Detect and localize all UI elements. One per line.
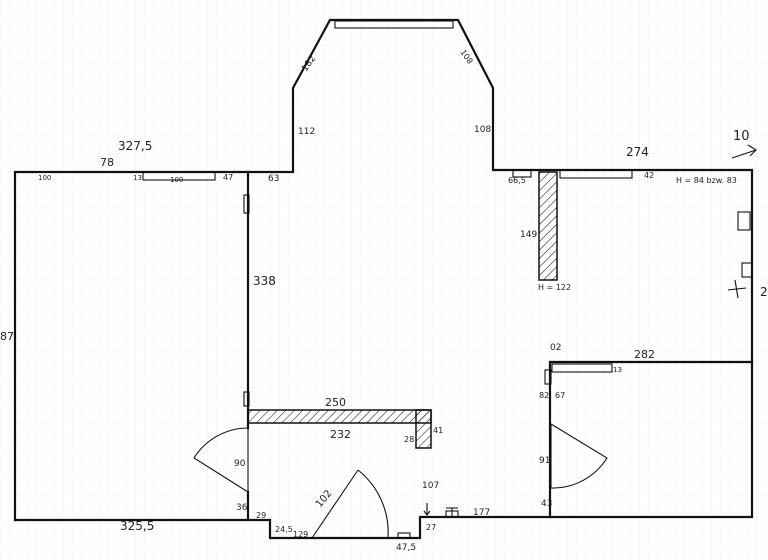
dim-beam-232: 232 <box>330 428 351 441</box>
dim-bottom-177: 177 <box>473 508 490 518</box>
hatched-pillar <box>538 171 558 281</box>
left-windows <box>142 169 633 181</box>
bottom-threshold <box>397 532 411 539</box>
dim-pillar-height: H = 122 <box>538 283 571 292</box>
dim-window-100b: 100 <box>170 176 183 184</box>
dim-right-room-82: 82 <box>539 391 549 400</box>
dim-right-room-02: 02 <box>550 343 561 353</box>
bottom-door <box>311 469 389 539</box>
dim-right-door-91: 91 <box>539 456 550 466</box>
dim-right-top-width: 274 <box>626 145 649 159</box>
dim-edge-2: 2 <box>760 285 768 299</box>
dim-bottom-47-5: 47,5 <box>396 543 416 553</box>
dim-left-door-90: 90 <box>234 459 246 469</box>
wall-symbols-right <box>737 211 753 278</box>
dim-beam-250: 250 <box>325 396 346 409</box>
dim-arrow-10: 10 <box>733 129 750 144</box>
dim-right-107: 107 <box>422 481 439 491</box>
dim-left-height: 87 <box>0 330 14 343</box>
left-door <box>193 427 249 493</box>
dim-right-room-13: 13 <box>613 366 622 374</box>
dim-left-door-29: 29 <box>256 511 266 520</box>
dim-right-42: 42 <box>644 171 654 180</box>
dim-left-63: 63 <box>268 174 279 184</box>
dim-window-sep: 13 <box>133 174 142 182</box>
right-door <box>550 423 608 489</box>
right-room-walls <box>544 360 754 519</box>
dim-bottom-129: 129 <box>293 530 308 539</box>
dim-right-room-67: 67 <box>555 391 565 400</box>
radiator-symbol <box>445 507 459 518</box>
interior-wall-vertical <box>243 170 250 522</box>
dim-bottom-24-5: 24,5 <box>275 525 293 534</box>
dim-beam-41: 41 <box>433 426 443 435</box>
bay-window <box>334 20 454 29</box>
dim-wall-338: 338 <box>253 274 276 288</box>
dim-left-door-36: 36 <box>236 503 248 513</box>
dim-top-left-width: 327,5 <box>118 139 152 153</box>
hatched-wall-beam <box>247 409 432 449</box>
dim-window-100a: 100 <box>38 174 51 182</box>
dim-window-47: 47 <box>223 173 233 182</box>
dim-beam-28: 28 <box>404 435 414 444</box>
dim-right-door-43: 43 <box>541 499 552 509</box>
dim-bottom-27: 27 <box>426 523 436 532</box>
dim-right-window-h: H = 84 bzw. 83 <box>676 176 737 185</box>
dim-right-66: 66,5 <box>508 176 526 185</box>
dim-pillar-149: 149 <box>520 230 537 240</box>
dim-right-room-282: 282 <box>634 348 655 361</box>
dim-bay-left-short: 112 <box>298 127 315 137</box>
dim-top-left-78: 78 <box>100 156 114 169</box>
dim-bay-right-short: 108 <box>474 125 491 135</box>
arrow-marks <box>423 144 757 516</box>
dim-bottom-left-width: 325,5 <box>120 519 154 533</box>
